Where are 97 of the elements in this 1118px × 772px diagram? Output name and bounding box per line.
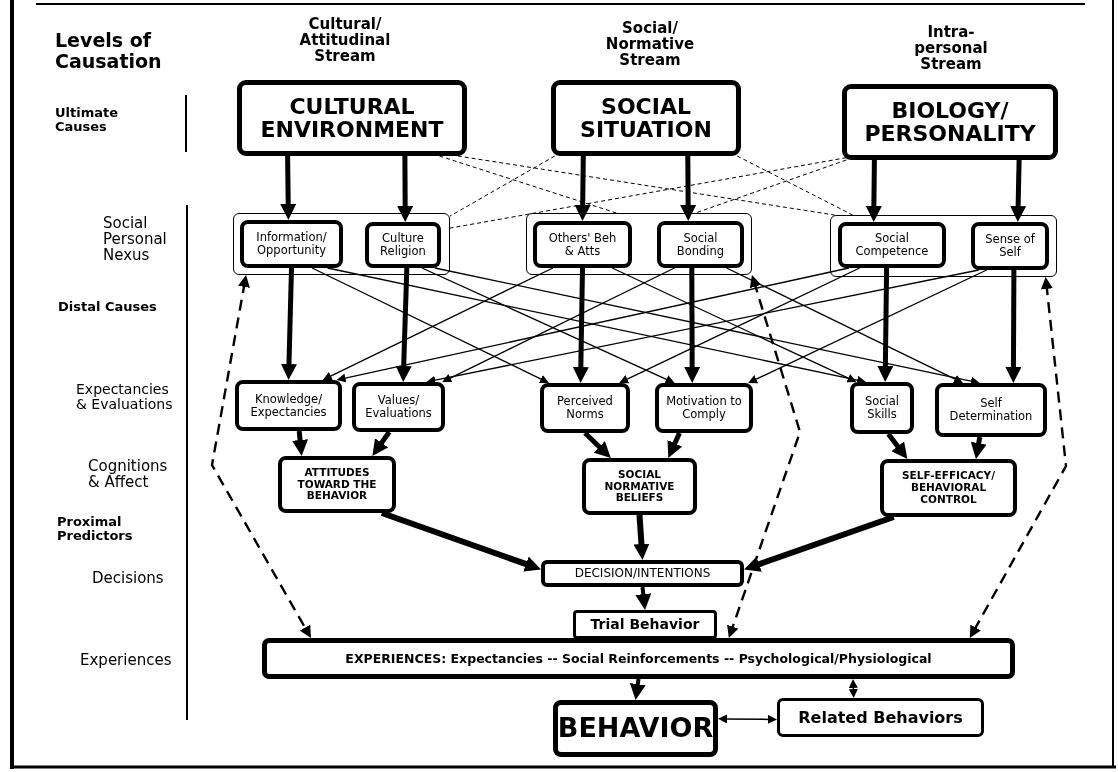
arrow xyxy=(210,275,311,639)
connector-line xyxy=(449,155,556,217)
group-box xyxy=(830,215,1057,277)
box-label: Social Bonding xyxy=(675,231,726,258)
factor-box xyxy=(838,222,946,268)
box-label: Knowledge/ Expectancies xyxy=(249,392,328,419)
factor-box xyxy=(240,220,343,268)
level-label: Ultimate Causes xyxy=(55,106,120,135)
arrow xyxy=(970,436,987,459)
arrow xyxy=(1005,270,1022,383)
arrow xyxy=(280,267,297,380)
arrow xyxy=(635,586,652,611)
box-label: BEHAVIOR xyxy=(557,713,714,744)
box-label: Social Skills xyxy=(863,395,901,421)
box-label: Sense of Self xyxy=(984,233,1036,259)
connector-line xyxy=(438,155,617,214)
box-label: EXPERIENCES: Expectancies -- Social Reinforcements -- Psychological/Physiological xyxy=(345,651,932,666)
arrow xyxy=(744,514,895,572)
arrow xyxy=(280,155,297,220)
cause-box xyxy=(551,80,741,156)
box-label: Values/ Evaluations xyxy=(364,394,433,420)
box-label: Information/ Opportunity xyxy=(255,231,328,257)
arrow xyxy=(848,679,858,698)
box-label: Trial Behavior xyxy=(590,616,700,633)
arrow xyxy=(877,267,894,382)
arrow xyxy=(727,275,802,638)
heading: Levels of Causation xyxy=(55,30,163,72)
factor-box xyxy=(540,383,630,433)
level-label: Social Personal Nexus xyxy=(103,215,168,264)
factor-box xyxy=(533,221,632,268)
box-label: Social Competence xyxy=(854,232,930,258)
cause-box xyxy=(237,80,467,156)
factor-box xyxy=(850,382,914,434)
factor-box xyxy=(235,380,342,431)
arrow xyxy=(629,678,646,700)
box-label: BIOLOGY/ PERSONALITY xyxy=(863,98,1037,146)
arrow xyxy=(718,714,777,724)
cognition-box xyxy=(880,459,1017,517)
level-label: Proximal Predictors xyxy=(57,515,134,544)
experience-box xyxy=(262,638,1015,679)
factor-box xyxy=(657,221,744,268)
arrow xyxy=(748,269,988,384)
arrow xyxy=(680,156,697,221)
decision-box xyxy=(541,560,744,587)
level-label: Distal Causes xyxy=(58,300,158,315)
arrow xyxy=(865,159,882,222)
box-label: Others' Beh & Atts xyxy=(547,231,618,258)
arrow xyxy=(667,431,683,458)
arrow xyxy=(395,267,412,382)
behavior-box xyxy=(777,698,984,737)
box-label: SELF-EFFICACY/ BEHAVIORAL CONTROL xyxy=(900,470,996,506)
connector-line xyxy=(457,155,835,216)
factor-box xyxy=(365,222,441,268)
cognition-box xyxy=(278,456,396,513)
level-label: Experiences xyxy=(80,652,173,669)
column-heading: Cultural/ Attitudinal Stream xyxy=(298,16,392,65)
factor-box xyxy=(352,382,445,432)
arrow xyxy=(583,431,611,458)
box-label: Perceived Norms xyxy=(556,395,614,421)
arrow xyxy=(1010,159,1027,222)
factor-box xyxy=(655,383,753,433)
box-label: CULTURAL ENVIRONMENT xyxy=(259,94,445,142)
column-heading: Intra-personal Stream xyxy=(913,24,989,73)
cognition-box xyxy=(582,458,697,515)
arrow xyxy=(684,268,701,383)
box-label: SOCIAL NORMATIVE BELIEFS xyxy=(603,468,676,505)
box-label: Related Behaviors xyxy=(798,708,963,727)
arrow xyxy=(886,432,908,460)
box-label: SOCIAL SITUATION xyxy=(579,94,713,142)
arrow xyxy=(633,514,650,560)
arrow xyxy=(372,430,392,456)
box-label: DECISION/INTENTIONS xyxy=(574,566,711,581)
factor-box xyxy=(935,383,1047,437)
box-label: ATTITUDES TOWARD THE BEHAVIOR xyxy=(296,466,378,503)
factor-box xyxy=(971,222,1049,270)
connector-line xyxy=(695,159,847,214)
connector-line xyxy=(736,155,854,216)
connector-line xyxy=(447,157,847,229)
box-label: Self Determination xyxy=(948,397,1034,423)
level-label: Decisions xyxy=(92,570,165,587)
group-box xyxy=(233,213,450,275)
behavior-box xyxy=(573,610,717,639)
level-label: Cognitions & Affect xyxy=(88,458,169,491)
arrow xyxy=(574,155,591,221)
cause-box xyxy=(842,84,1058,160)
arrow xyxy=(572,267,589,383)
arrow xyxy=(380,510,542,572)
arrow xyxy=(969,277,1068,638)
arrow xyxy=(397,156,414,222)
level-label: Expectancies & Evaluations xyxy=(76,382,174,413)
arrow xyxy=(292,430,309,456)
box-label: Culture Religion xyxy=(379,232,427,258)
behavior-box xyxy=(553,700,718,757)
group-box xyxy=(526,213,752,275)
column-heading: Social/ Normative Stream xyxy=(604,20,696,69)
box-label: Motivation to Comply xyxy=(665,395,743,421)
arrow xyxy=(725,267,963,384)
